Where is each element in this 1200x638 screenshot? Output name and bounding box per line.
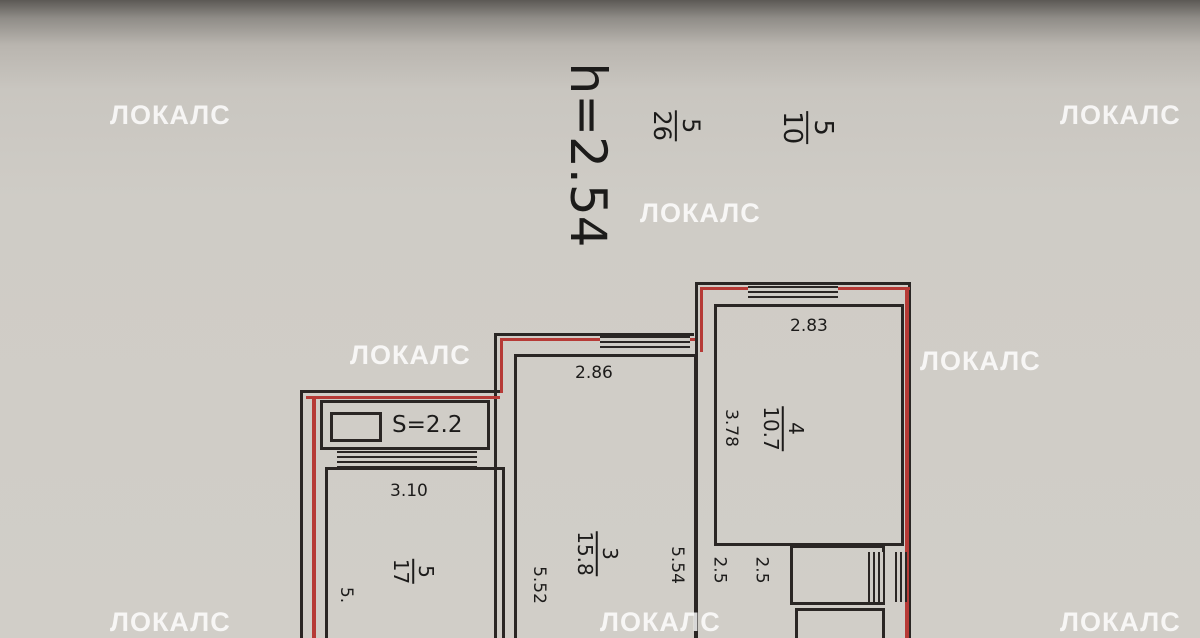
toilet	[795, 608, 885, 638]
watermark: ЛОКАЛС	[110, 607, 231, 637]
watermark: ЛОКАЛС	[110, 100, 231, 130]
watermark: ЛОКАЛС	[920, 346, 1041, 376]
fraction-denominator: 10	[776, 111, 807, 145]
room-5-width: 3.10	[390, 481, 428, 501]
room-5	[325, 467, 505, 638]
room-3-width: 2.86	[575, 363, 613, 383]
window	[600, 336, 690, 350]
room-number: 3	[597, 547, 622, 560]
ceiling-height-label: h=2.54	[559, 62, 617, 248]
red-wall-outline	[905, 287, 909, 638]
vent-grid	[895, 552, 907, 602]
room-area: 10.7	[758, 406, 783, 451]
room-4-width: 2.83	[790, 316, 828, 336]
radiator-icon	[330, 412, 382, 442]
room-area: 17	[389, 558, 414, 585]
watermark: ЛОКАЛС	[1060, 607, 1181, 637]
watermark: ЛОКАЛС	[350, 340, 471, 370]
red-wall-outline	[500, 338, 503, 393]
red-wall-outline	[312, 396, 316, 638]
vent-grid	[868, 552, 884, 602]
hall-dimension: 2.5	[751, 556, 772, 584]
room-number: 4	[783, 422, 808, 435]
red-wall-outline	[500, 338, 695, 341]
red-wall-outline	[700, 287, 703, 352]
room-number: 5	[414, 565, 439, 578]
fraction-numerator: 5	[676, 117, 705, 134]
window	[748, 286, 838, 300]
balcony-outer-wall	[300, 390, 500, 638]
room-3-outer-wall	[494, 333, 694, 638]
hall-dimension: 2.5	[709, 556, 730, 584]
room-5-length: 5.	[336, 586, 357, 604]
balcony	[320, 400, 490, 450]
room-3-length-left: 5.52	[528, 566, 549, 604]
room-4-length: 3.78	[720, 409, 741, 447]
window	[337, 451, 477, 467]
fraction-denominator: 26	[647, 110, 676, 141]
balcony-area: S=2.2	[392, 412, 463, 438]
watermark: ЛОКАЛС	[1060, 100, 1181, 130]
fraction-numerator: 5	[808, 119, 839, 136]
room-3-length-right: 5.54	[666, 546, 687, 584]
watermark: ЛОКАЛС	[640, 198, 761, 228]
room-4	[714, 304, 904, 546]
red-wall-outline	[306, 396, 500, 399]
watermark: ЛОКАЛС	[600, 607, 721, 637]
room-3	[514, 354, 697, 638]
room-area: 15.8	[572, 531, 597, 576]
